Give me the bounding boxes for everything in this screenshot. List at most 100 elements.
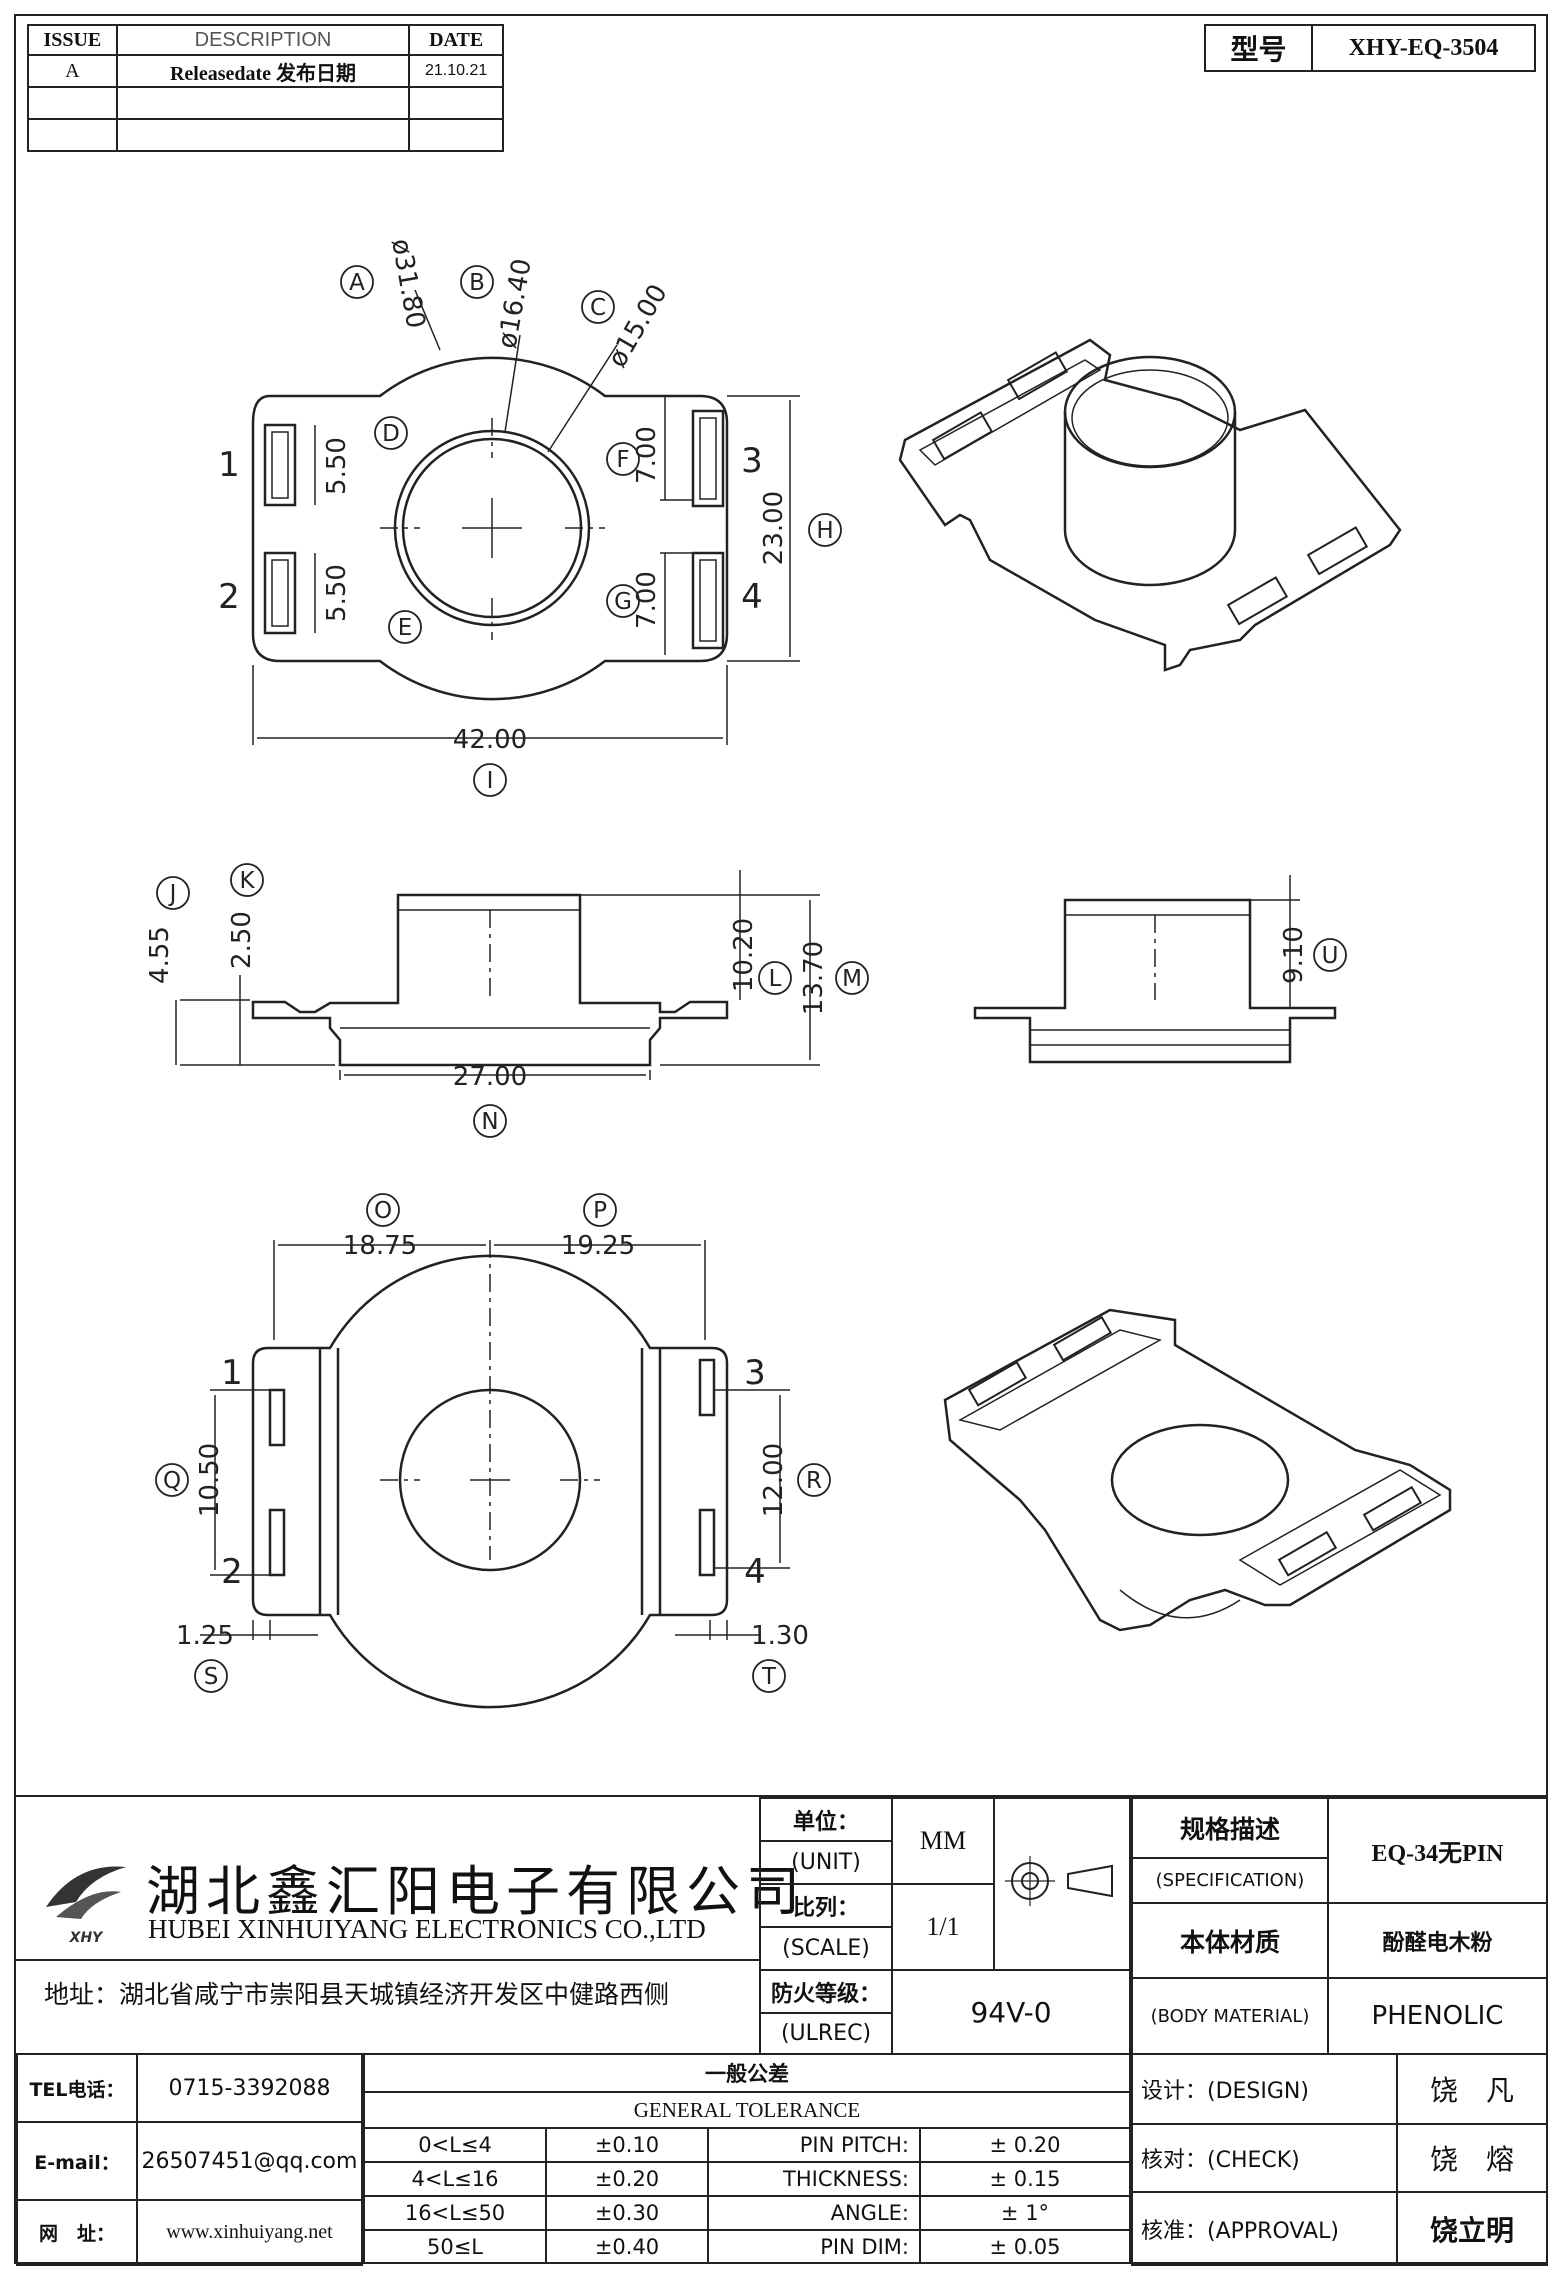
tol-other-label: THICKNESS:: [707, 2161, 921, 2197]
dim-dia-b: ø16.40: [493, 257, 538, 351]
ulrec-label-cn: 防火等级：: [759, 1969, 893, 2014]
tol-value: ±0.40: [545, 2229, 709, 2264]
tol-range: 16<L≤50: [363, 2195, 547, 2231]
date-cell: [408, 86, 504, 120]
tel-value: 0715-3392088: [136, 2053, 363, 2123]
scale-label-cn: 比列：: [759, 1883, 893, 1928]
email-label: E-mail：: [16, 2121, 138, 2201]
engineering-drawing: A B C D E F G H I J K L M N O P Q R S T …: [145, 237, 1452, 1709]
revision-table: ISSUE DESCRIPTION DATE A Releasedate 发布日…: [27, 24, 504, 152]
tol-other-value: ± 0.20: [919, 2127, 1131, 2163]
check-label: 核对：(CHECK): [1131, 2123, 1398, 2193]
dim-1020: 10.20: [729, 918, 759, 992]
svg-text:XHY: XHY: [69, 1930, 105, 1946]
dim-1200: 12.00: [759, 1443, 789, 1517]
spec-value: EQ-34无PIN: [1327, 1797, 1548, 1904]
dim-700-a: 7.00: [632, 426, 662, 484]
callout-j: J: [168, 881, 177, 907]
scale-value: 1/1: [891, 1883, 995, 1971]
approval-grid: 设计：(DESIGN) 饶 凡 核对：(CHECK) 饶 熔 核准：(APPRO…: [1131, 2053, 1548, 2266]
side-view: [973, 875, 1337, 1064]
issue-cell: A: [27, 54, 118, 88]
material-label-en: (BODY MATERIAL): [1131, 1977, 1329, 2055]
material-value-en: PHENOLIC: [1327, 1977, 1548, 2055]
callout-q: Q: [163, 1468, 181, 1494]
dim-1370: 13.70: [799, 941, 829, 1015]
company-name-en: HUBEI XINHUIYANG ELECTRONICS CO.,LTD: [148, 1914, 706, 1944]
company-name-cn: 湖北鑫汇阳电子有限公司: [146, 1860, 806, 1923]
pin-numbers: 1 2 3 4 1 2 3 4: [218, 441, 766, 1592]
tol-other-value: ± 0.05: [919, 2229, 1131, 2264]
tel-label: TEL电话：: [16, 2053, 138, 2123]
tol-value: ±0.10: [545, 2127, 709, 2163]
web-label: 网 址：: [16, 2199, 138, 2266]
dim-250: 2.50: [227, 911, 257, 969]
description-cell: [115, 118, 411, 152]
callout-l: L: [769, 966, 782, 992]
company-address: 地址：湖北省咸宁市崇阳县天城镇经济开发区中健路西侧: [44, 1980, 670, 2009]
tol-value: ±0.30: [545, 2195, 709, 2231]
issue-cell: [27, 118, 118, 152]
company-logo: XHY: [46, 1866, 126, 1946]
front-view: [175, 870, 820, 1080]
callout-r: R: [806, 1468, 822, 1494]
model-value: XHY-EQ-3504: [1311, 24, 1536, 72]
callout-c: C: [590, 295, 606, 321]
iso-view-bottom: [943, 1308, 1452, 1632]
dim-1875: 18.75: [343, 1231, 417, 1261]
dim-455: 4.55: [145, 926, 175, 984]
ulrec-value: 94V-0: [891, 1969, 1131, 2055]
tol-range: 0<L≤4: [363, 2127, 547, 2163]
date-header: DATE: [408, 24, 504, 56]
web-value: www.xinhuiyang.net: [136, 2199, 363, 2266]
pin-3-label: 3: [744, 1353, 766, 1393]
pin-3-label: 3: [741, 441, 763, 481]
description-cell: [115, 86, 411, 120]
callout-s: S: [204, 1664, 219, 1690]
tol-other-value: ± 0.15: [919, 2161, 1131, 2197]
dim-130: 1.30: [751, 1621, 809, 1651]
dim-1050: 10.50: [195, 1443, 225, 1517]
callout-h: H: [816, 518, 833, 544]
unit-label-cn: 单位：: [759, 1797, 893, 1842]
callout-u: U: [1322, 943, 1339, 969]
approval-label: 核准：(APPROVAL): [1131, 2191, 1398, 2266]
pin-4-label: 4: [741, 577, 763, 617]
callout-o: O: [374, 1198, 392, 1224]
callout-i: I: [487, 768, 494, 794]
callout-n: N: [481, 1109, 498, 1135]
dim-dia-c: ø15.00: [602, 279, 673, 372]
dim-550-b: 5.50: [322, 564, 352, 622]
tol-other-label: PIN PITCH:: [707, 2127, 921, 2163]
callout-letters: A B C D E F G H I J K L M N O P Q R S T …: [163, 270, 1338, 1690]
tol-range: 50≤L: [363, 2229, 547, 2264]
ulrec-label-en: (ULREC): [759, 2012, 893, 2055]
tol-other-label: PIN DIM:: [707, 2229, 921, 2264]
callout-k: K: [239, 868, 255, 894]
tol-other-value: ± 1°: [919, 2195, 1131, 2231]
title-block: [14, 1795, 1548, 2264]
callout-a: A: [349, 270, 365, 296]
dim-dia-a: ø31.80: [385, 237, 430, 331]
callout-b: B: [469, 270, 485, 296]
description-cell: Releasedate 发布日期: [115, 54, 411, 88]
projection-symbol: [993, 1797, 1131, 1971]
dim-700-b: 7.00: [632, 571, 662, 629]
contact-grid: TEL电话： 0715-3392088 E-mail： 26507451@qq.…: [16, 2053, 363, 2266]
design-label: 设计：(DESIGN): [1131, 2053, 1398, 2125]
divider: [16, 1959, 759, 1961]
callout-e: E: [398, 615, 413, 641]
pin-1-label: 1: [221, 1353, 243, 1393]
material-value-cn: 酚醛电木粉: [1327, 1902, 1548, 1979]
callout-p: P: [593, 1198, 607, 1224]
callout-g: G: [614, 589, 632, 615]
issue-header: ISSUE: [27, 24, 118, 56]
dim-1925: 19.25: [561, 1231, 635, 1261]
dim-550-a: 5.50: [322, 437, 352, 495]
email-value: 26507451@qq.com: [136, 2121, 363, 2201]
dim-2700: 27.00: [453, 1062, 527, 1092]
callout-t: T: [761, 1664, 777, 1690]
pin-2-label: 2: [221, 1552, 243, 1592]
unit-value: MM: [891, 1797, 995, 1885]
date-cell: [408, 118, 504, 152]
